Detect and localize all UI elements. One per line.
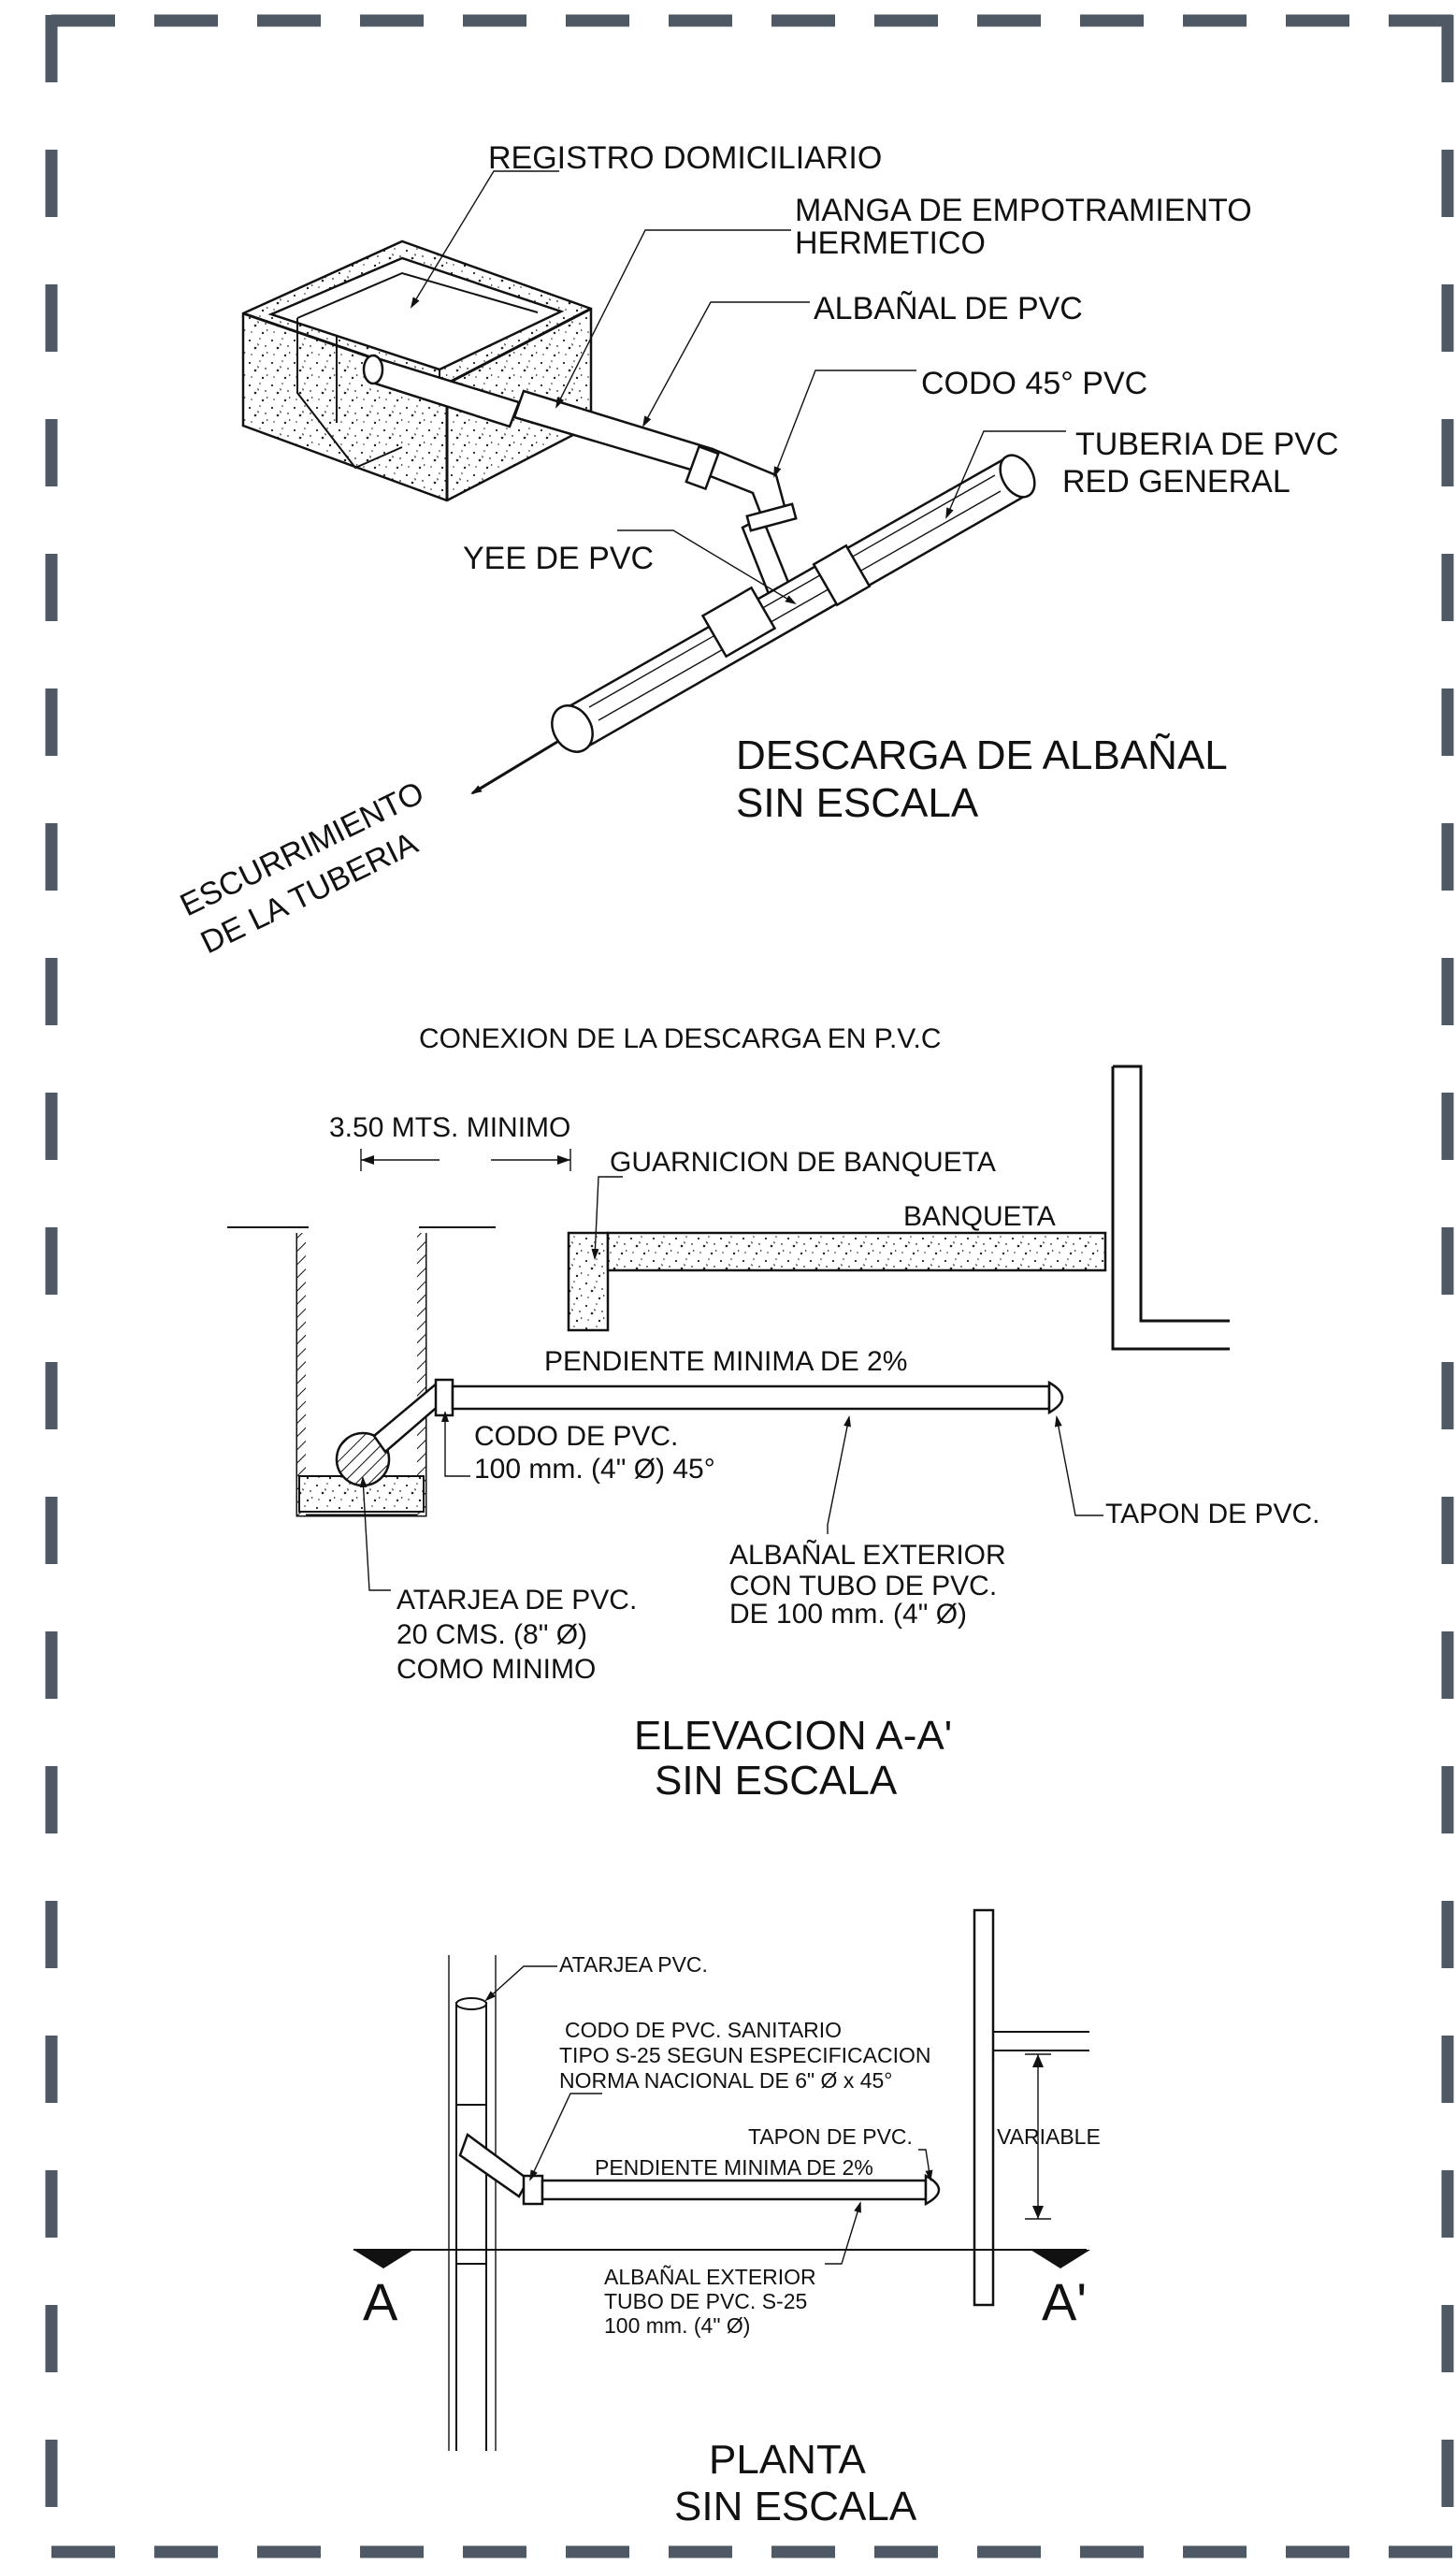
label-albanal-line1: ALBAÑAL EXTERIOR (729, 1539, 1006, 1571)
section-label-a-prime: A' (1042, 2272, 1087, 2331)
elevation-title-line1: ELEVACION A-A' (634, 1713, 952, 1759)
plan-pipe (458, 2133, 941, 2207)
label-codo: CODO 45° PVC (921, 366, 1147, 401)
section-cut-line (353, 2249, 1090, 2268)
label-albanal-line3: DE 100 mm. (4" Ø) (729, 1599, 967, 1630)
plan-title-line1: PLANTA (709, 2437, 867, 2483)
label-manga-line2: HERMETICO (795, 225, 986, 261)
label-banqueta: BANQUETA (903, 1201, 1056, 1232)
curb-sidewalk (567, 1065, 1230, 1351)
dimension-line (360, 1149, 571, 1171)
plan-label-albanal-line2: TUBO DE PVC. S-25 (604, 2289, 807, 2313)
elevation-detail: CONEXION DE LA DESCARGA EN P.V.C 3.50 MT… (227, 1023, 1319, 1804)
plan-label-albanal-line1: ALBAÑAL EXTERIOR (604, 2265, 816, 2289)
plan-leaders (484, 1965, 933, 2265)
label-atarjea-line2: 20 CMS. (8" Ø) (396, 1619, 587, 1650)
label-manga-line1: MANGA DE EMPOTRAMIENTO (795, 193, 1252, 228)
label-yee: YEE DE PVC (463, 541, 654, 576)
iso-title-line1: DESCARGA DE ALBAÑAL (736, 732, 1228, 778)
label-tuberia-line1: TUBERIA DE PVC (1075, 427, 1339, 462)
label-codo-line1: CODO DE PVC. (474, 1421, 678, 1452)
plan-label-albanal-line3: 100 mm. (4" Ø) (604, 2313, 750, 2338)
elevation-leaders (359, 1176, 1103, 1591)
label-registro: REGISTRO DOMICILIARIO (488, 140, 882, 176)
plan-label-codo-line1: CODO DE PVC. SANITARIO (565, 2018, 842, 2042)
label-tapon: TAPON DE PVC. (1105, 1499, 1319, 1529)
label-tuberia-line2: RED GENERAL (1062, 464, 1290, 500)
elevation-header: CONEXION DE LA DESCARGA EN P.V.C (419, 1023, 942, 1054)
sheet-border (45, 14, 1456, 2565)
plan-label-codo-line3: NORMA NACIONAL DE 6" Ø x 45° (559, 2068, 893, 2093)
dimension-label: 3.50 MTS. MINIMO (329, 1112, 570, 1143)
label-albanal-line2: CON TUBO DE PVC. (729, 1571, 997, 1601)
plan-label-atarjea: ATARJEA PVC. (559, 1952, 708, 1977)
iso-leaders (410, 170, 1066, 795)
plan-label-pendiente: PENDIENTE MINIMA DE 2% (595, 2155, 873, 2180)
section-label-a: A (363, 2272, 398, 2331)
plan-wall (973, 1908, 1089, 2307)
plan-label-codo-line2: TIPO S-25 SEGUN ESPECIFICACION (559, 2043, 930, 2067)
iso-detail: REGISTRO DOMICILIARIO MANGA DE EMPOTRAMI… (175, 140, 1339, 961)
trench (227, 1226, 496, 1517)
plan-title-line2: SIN ESCALA (674, 2484, 917, 2529)
iso-title-line2: SIN ESCALA (736, 780, 979, 826)
label-albanal: ALBAÑAL DE PVC (814, 291, 1083, 326)
plan-atarjea (448, 1955, 497, 2451)
plan-label-variable: VARIABLE (997, 2124, 1101, 2149)
label-guarnicion: GUARNICION DE BANQUETA (610, 1147, 996, 1178)
plan-label-tapon: TAPON DE PVC. (748, 2124, 913, 2149)
elevation-pipe (372, 1378, 1064, 1454)
label-atarjea-line1: ATARJEA DE PVC. (396, 1585, 637, 1616)
elevation-title-line2: SIN ESCALA (655, 1758, 898, 1804)
label-codo-line2: 100 mm. (4" Ø) 45° (474, 1454, 715, 1485)
label-atarjea-line3: COMO MINIMO (396, 1654, 596, 1685)
label-pendiente: PENDIENTE MINIMA DE 2% (544, 1346, 907, 1377)
plan-detail: ATARJEA PVC. CODO DE PVC. SANITARIO TIPO… (353, 1908, 1101, 2529)
